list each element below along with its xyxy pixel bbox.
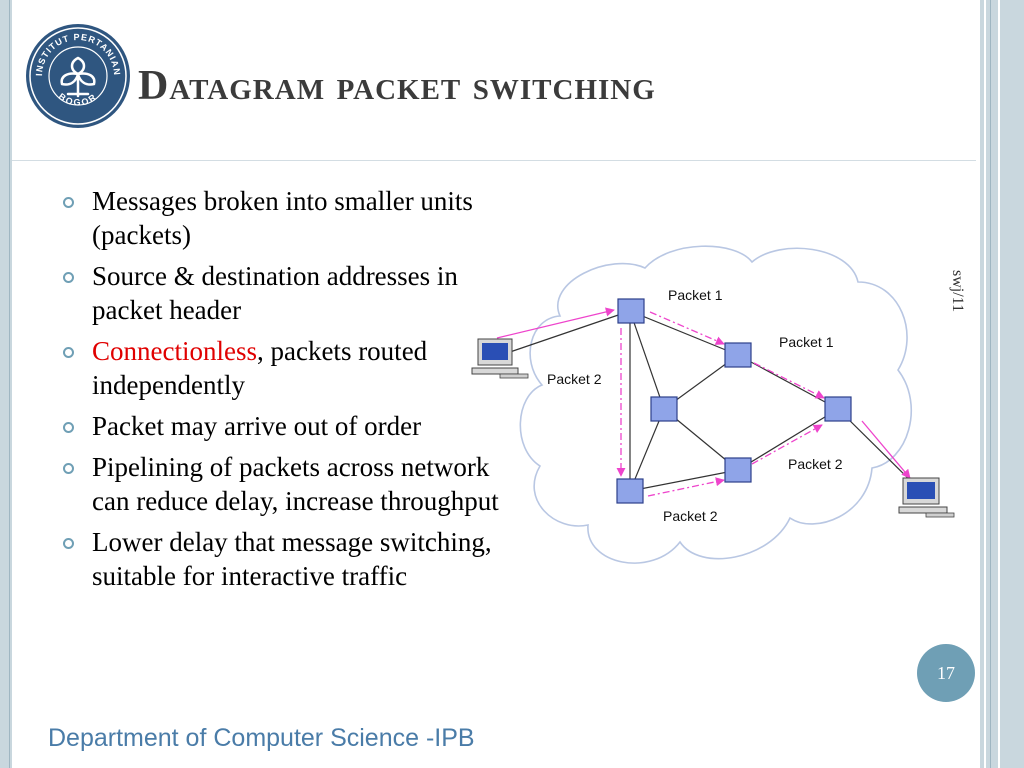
right-frame	[976, 0, 1024, 768]
left-frame	[0, 0, 12, 768]
page-number-badge: 17	[917, 644, 975, 702]
bullet-icon	[63, 422, 74, 433]
side-note: swj/11	[949, 270, 966, 313]
switch-node-icon	[724, 457, 752, 483]
bullet-item: Packet may arrive out of order	[62, 409, 502, 443]
bullet-item: Connectionless, packets routed independe…	[62, 334, 502, 402]
network-diagram: Packet 1 Packet 1 Packet 2 Packet 2 Pack…	[471, 245, 955, 564]
source-computer-icon	[471, 338, 529, 379]
bullet-item: Lower delay that message switching, suit…	[62, 525, 502, 593]
switch-node-icon	[724, 342, 752, 368]
slide-title: Datagram packet switching	[138, 63, 656, 109]
bullet-item: Pipelining of packets across network can…	[62, 450, 502, 518]
bullet-text: Packet may arrive out of order	[92, 411, 422, 441]
label-packet1-right: Packet 1	[779, 334, 834, 350]
bullet-list: Messages broken into smaller units (pack…	[62, 184, 502, 600]
bullet-icon	[63, 197, 74, 208]
switch-node-icon	[650, 396, 678, 422]
bullet-icon	[63, 463, 74, 474]
destination-computer-icon	[898, 477, 955, 518]
bullet-text: , packets routed independently	[92, 336, 428, 400]
bullet-item: Messages broken into smaller units (pack…	[62, 184, 502, 252]
label-packet2-left: Packet 2	[547, 371, 602, 387]
label-packet1-top: Packet 1	[668, 287, 723, 303]
switch-node-icon	[617, 298, 645, 324]
bullet-text: Messages broken into smaller units (pack…	[92, 186, 473, 250]
bullet-icon	[63, 272, 74, 283]
switch-node-icon	[824, 396, 852, 422]
bullet-text: Pipelining of packets across network can…	[92, 452, 499, 516]
label-packet2-right: Packet 2	[788, 456, 843, 472]
bullet-text: Lower delay that message switching, suit…	[92, 527, 492, 591]
ipb-emblem-icon: INSTITUT PERTANIAN BOGOR	[26, 24, 130, 128]
bullet-icon	[63, 347, 74, 358]
bullet-text: Source & destination addresses in packet…	[92, 261, 458, 325]
bullet-icon	[63, 538, 74, 549]
bullet-item: Source & destination addresses in packet…	[62, 259, 502, 327]
bullet-highlight: Connectionless	[92, 336, 257, 366]
switch-node-icon	[616, 478, 644, 504]
label-packet2-bottom: Packet 2	[663, 508, 718, 524]
footer-text: Department of Computer Science -IPB	[48, 724, 475, 752]
title-rule	[12, 160, 976, 161]
